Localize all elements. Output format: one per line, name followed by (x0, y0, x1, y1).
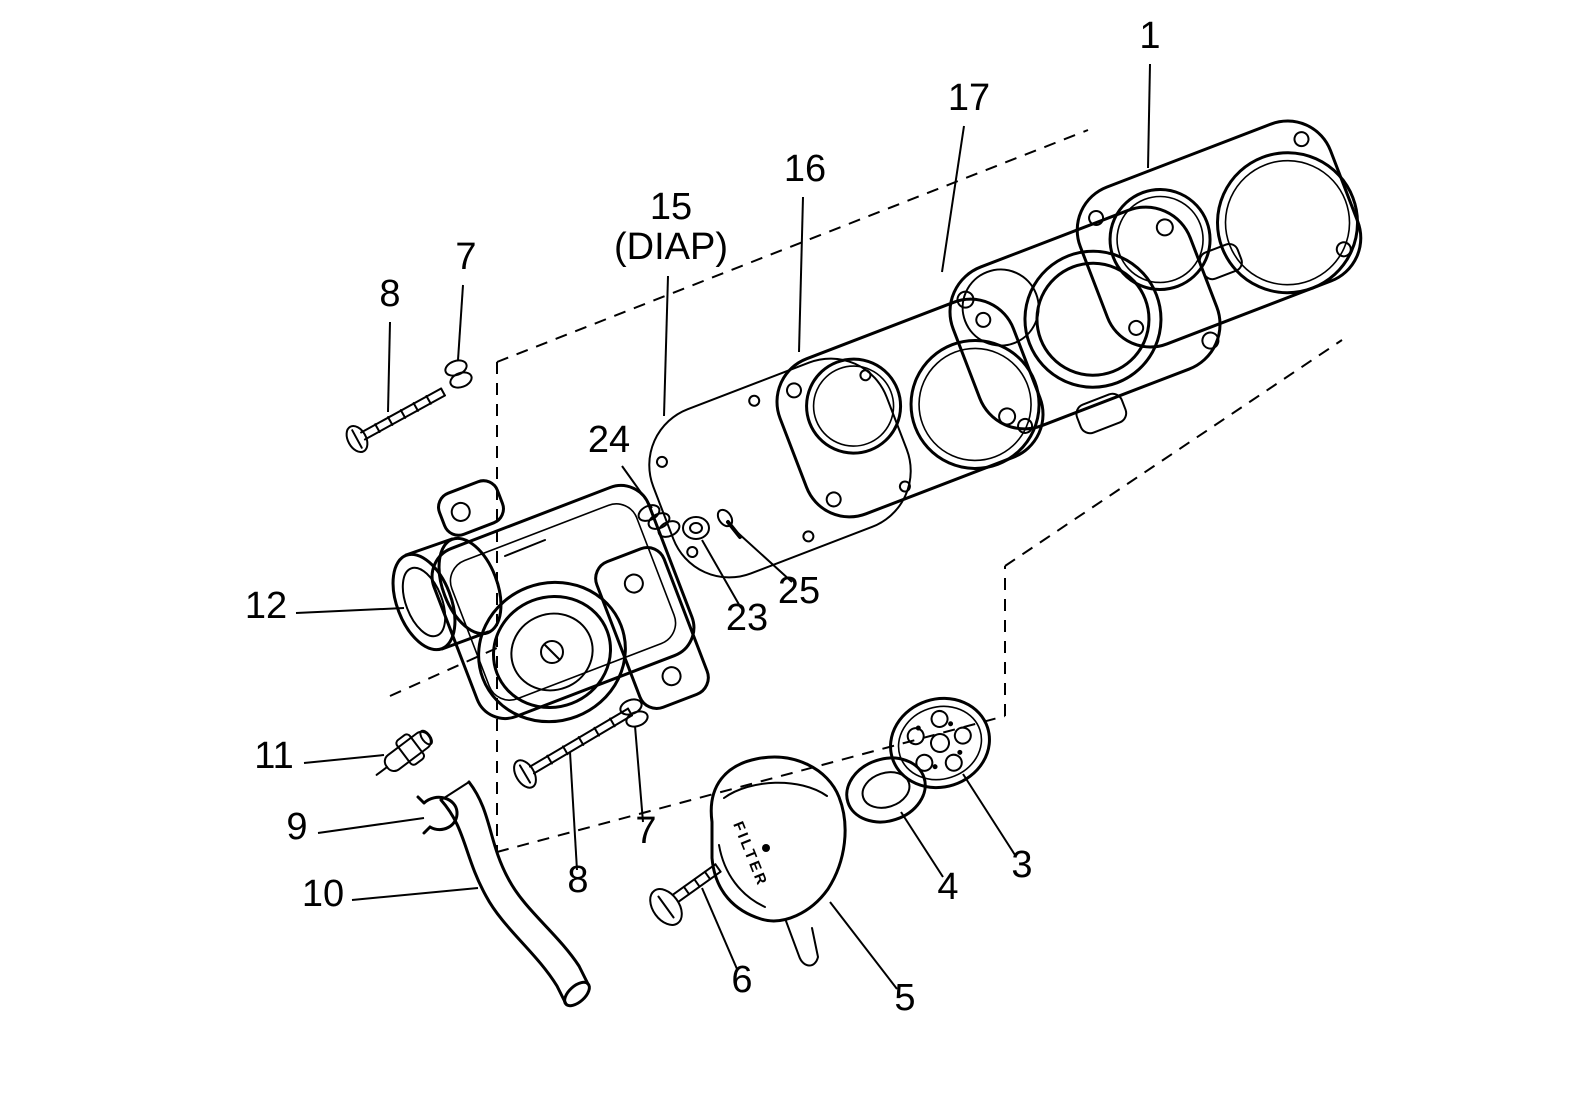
callout-label-15: 15(DIAP) (614, 186, 728, 268)
leader-line-6 (701, 887, 738, 970)
leader-line-9 (317, 817, 425, 834)
callout-label-8a: 8 (379, 273, 400, 315)
leader-line-7b (634, 725, 644, 823)
part-3-filter-disc (889, 696, 991, 790)
leader-line-8b (569, 751, 578, 871)
part-7-washer-top (444, 359, 473, 389)
callout-label-23: 23 (726, 597, 768, 639)
leader-line-11 (303, 754, 385, 764)
part-6-screw (649, 863, 722, 926)
leader-line-4 (900, 811, 944, 878)
leader-line-1 (1147, 63, 1151, 169)
callout-label-10: 10 (302, 873, 344, 915)
part-1-gasket (1075, 119, 1363, 349)
leader-line-5 (829, 901, 898, 990)
leader-line-10 (351, 887, 479, 901)
part-8-screw-bottom (513, 707, 633, 789)
callout-label-11: 11 (254, 735, 293, 777)
leader-line-25 (737, 532, 793, 583)
callout-label-17: 17 (948, 77, 990, 119)
leader-line-16 (798, 196, 804, 353)
part-10-hose (439, 780, 591, 1008)
leader-line-3 (962, 773, 1016, 856)
leader-line-17 (941, 125, 965, 273)
callout-label-4: 4 (937, 866, 958, 908)
callout-label-1: 1 (1139, 15, 1160, 57)
part-24-spring (637, 504, 681, 538)
leader-line-8a (387, 321, 391, 413)
part-12-pump-body (391, 479, 710, 724)
callout-label-7b: 7 (635, 810, 656, 852)
part-11-fitting (375, 729, 433, 776)
callout-label-9: 9 (286, 806, 307, 848)
part-23-washer (682, 516, 710, 540)
leader-line-15 (663, 275, 669, 417)
callout-label-8b: 8 (567, 859, 588, 901)
part-25-screw (716, 508, 742, 539)
part-7-washer-bottom (619, 698, 649, 728)
leader-line-23 (701, 539, 742, 609)
filter-text: FILTER (729, 819, 771, 890)
callout-label-5: 5 (894, 977, 915, 1019)
part-17-pump-cover (948, 205, 1243, 435)
part-4-gasket-ring (845, 756, 927, 824)
assembly-guide-lines (389, 129, 1343, 853)
leader-line-24 (621, 465, 653, 509)
callout-label-25: 25 (778, 570, 820, 612)
callout-label-16: 16 (784, 148, 826, 190)
part-9-clamp (416, 795, 459, 835)
callout-label-7a: 7 (455, 236, 476, 278)
part-8-screw-top (345, 387, 446, 453)
callout-label-3: 3 (1011, 844, 1032, 886)
leader-line-7a (457, 284, 464, 361)
callout-label-12: 12 (245, 585, 287, 627)
leader-line-12 (295, 607, 405, 614)
callout-label-6: 6 (731, 959, 752, 1001)
part-16-gasket (775, 297, 1045, 519)
callout-label-24: 24 (588, 419, 630, 461)
